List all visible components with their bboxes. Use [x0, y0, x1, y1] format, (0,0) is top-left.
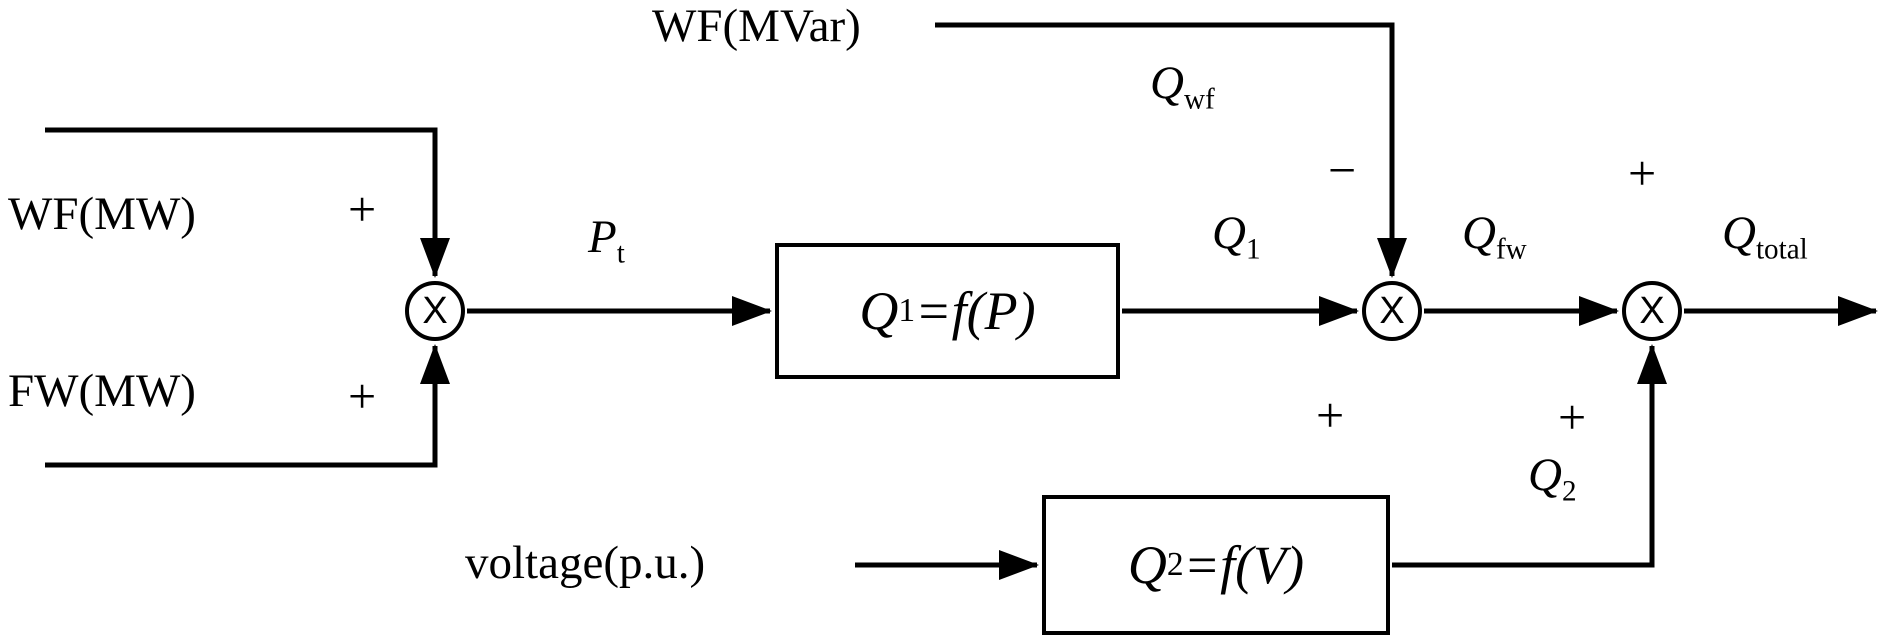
- input-label-wf-mvar: WF(MVar): [652, 0, 861, 52]
- junction-1: X: [405, 281, 465, 341]
- sign-minus-qwf: −: [1328, 142, 1357, 198]
- signal-label-qtotal: Qtotal: [1722, 207, 1808, 266]
- input-label-fw-mw: FW(MW): [8, 365, 196, 417]
- signal-q2-sub: 2: [1561, 475, 1577, 508]
- line-input-wf-mw: [45, 127, 450, 279]
- signal-q1-base: Q: [1212, 207, 1246, 259]
- sign-plus-fw-mw: +: [348, 368, 377, 424]
- junction-3: X: [1622, 281, 1682, 341]
- signal-label-qwf: Qwf: [1150, 57, 1215, 116]
- junction-3-symbol: X: [1639, 289, 1665, 332]
- signal-qwf-base: Q: [1150, 57, 1184, 109]
- signal-qfw-base: Q: [1462, 207, 1496, 259]
- line-q2: [1392, 343, 1667, 568]
- signal-pt-sub: t: [616, 237, 625, 270]
- block-q1-base: Q: [859, 281, 899, 341]
- block-q1-sub: 1: [898, 292, 916, 329]
- junction-2-symbol: X: [1379, 289, 1405, 332]
- line-input-fw-mw: [45, 343, 450, 468]
- signal-q2-base: Q: [1528, 449, 1562, 501]
- signal-pt-base: P: [588, 211, 617, 263]
- signal-qtotal-base: Q: [1722, 207, 1756, 259]
- signal-label-pt: Pt: [588, 211, 625, 270]
- signal-label-q1: Q1: [1212, 207, 1261, 266]
- block-q2-base: Q: [1127, 535, 1167, 595]
- sign-plus-q2: +: [1558, 389, 1587, 445]
- junction-2: X: [1362, 281, 1422, 341]
- signal-q1-sub: 1: [1245, 233, 1261, 266]
- input-label-voltage: voltage(p.u.): [465, 537, 706, 589]
- signal-qfw-sub: fw: [1495, 233, 1527, 266]
- signal-qwf-sub: wf: [1183, 83, 1215, 116]
- block-q2-rest: =f(V): [1183, 535, 1305, 595]
- block-q2-sub: 2: [1166, 546, 1184, 583]
- line-wf-mvar: [935, 22, 1407, 279]
- sign-plus-qfw: +: [1628, 145, 1657, 201]
- junction-1-symbol: X: [422, 289, 448, 332]
- signal-label-q2: Q2: [1528, 449, 1577, 508]
- signal-label-qfw: Qfw: [1462, 207, 1527, 266]
- sign-plus-q1: +: [1316, 387, 1345, 443]
- block-q1-rest: =f(P): [915, 281, 1036, 341]
- input-label-wf-mw: WF(MW): [8, 188, 196, 240]
- sign-plus-wf-mw: +: [348, 181, 377, 237]
- signal-qtotal-sub: total: [1755, 233, 1808, 266]
